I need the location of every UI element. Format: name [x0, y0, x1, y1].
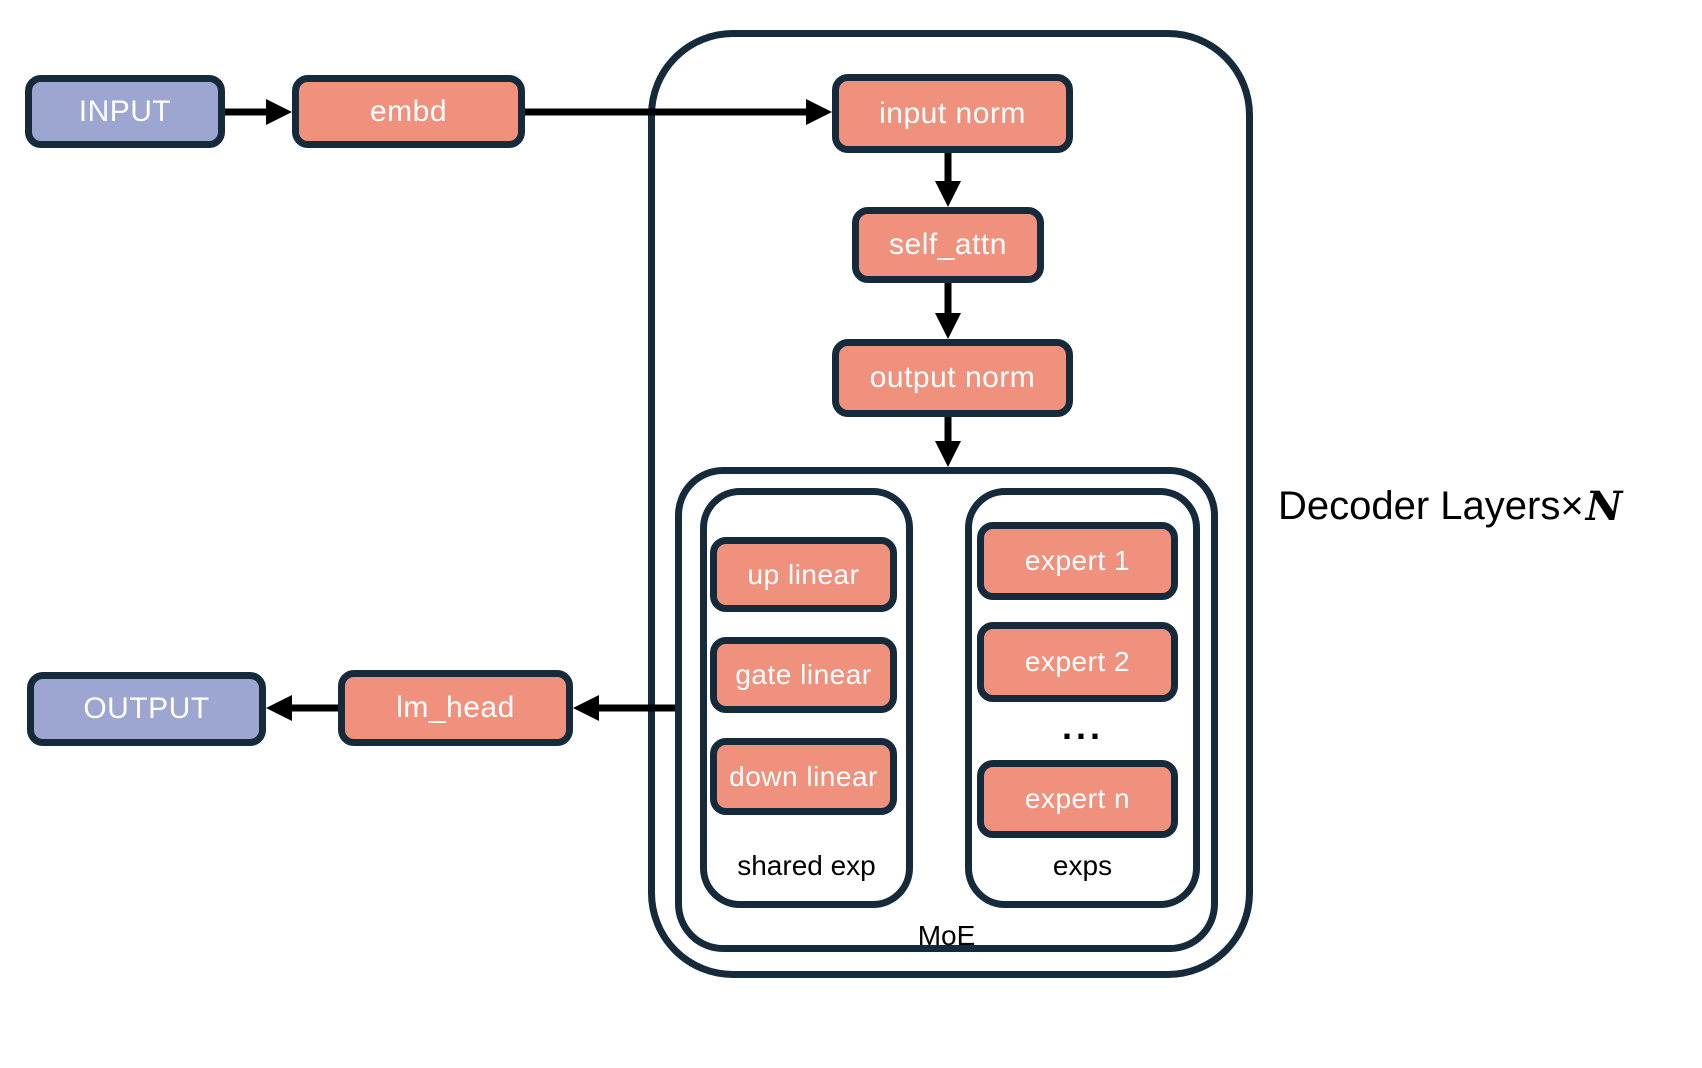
moe-label: MoE [917, 920, 976, 951]
arrow-lm-head-to-output [266, 695, 338, 721]
down-linear-node: down linear [710, 738, 897, 815]
decoder-layers-label: Decoder Layers×N [1278, 482, 1698, 530]
gate-linear-node: gate linear [710, 637, 897, 713]
expert-n-node: expert n [977, 760, 1178, 838]
decoder-layers-text: Decoder Layers× [1278, 483, 1584, 528]
lm-head-node: lm_head [338, 670, 573, 746]
input-node: INPUT [25, 75, 225, 148]
exps-label: exps [1052, 850, 1113, 881]
expert-2-node: expert 2 [977, 622, 1178, 702]
experts-ellipsis: ... [1061, 706, 1104, 747]
self-attention-node: self_attn [852, 207, 1044, 283]
arrow-input-to-embd [225, 99, 292, 125]
input-norm-node: input norm [832, 74, 1073, 153]
shared-exp-label: shared exp [737, 850, 876, 881]
decoder-layers-count: N [1585, 482, 1623, 530]
up-linear-node: up linear [710, 537, 897, 612]
embedding-node: embd [292, 75, 525, 148]
expert-1-node: expert 1 [977, 522, 1178, 600]
output-norm-node: output norm [832, 339, 1073, 417]
output-node: OUTPUT [27, 672, 266, 746]
